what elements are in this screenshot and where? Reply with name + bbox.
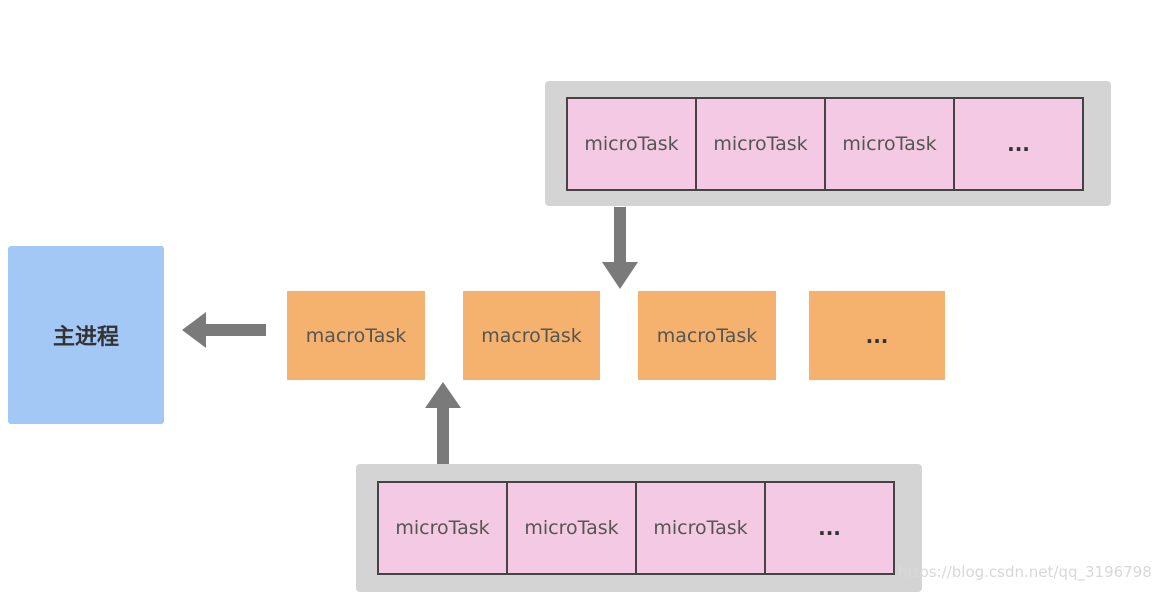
bottom-microtask-cell: microTask	[508, 483, 637, 573]
microtask-label: microTask	[395, 517, 490, 539]
microtask-label: microTask	[842, 133, 937, 155]
ellipsis-label: ...	[818, 516, 841, 540]
ellipsis-label: ...	[1007, 132, 1030, 156]
ellipsis-label: ...	[865, 323, 889, 348]
macrotask-ellipsis-cell: ...	[809, 291, 945, 380]
macrotask-label: macroTask	[656, 324, 758, 347]
watermark-url: https://blog.csdn.net/qq_31967985	[898, 563, 1152, 581]
microtask-label: microTask	[524, 517, 619, 539]
up-arrow-icon	[425, 382, 461, 464]
top-microtask-ellipsis-cell: ...	[955, 99, 1082, 189]
bottom-microtask-cell: microTask	[379, 483, 508, 573]
macrotask-cell: macroTask	[463, 291, 600, 380]
macrotask-label: macroTask	[481, 324, 582, 347]
bottom-microtask-cell: microTask	[637, 483, 766, 573]
bottom-microtask-ellipsis-cell: ...	[766, 483, 893, 573]
macrotask-cell: macroTask	[638, 291, 776, 380]
main-process-label: 主进程	[52, 325, 119, 350]
top-microtask-queue: microTask microTask microTask ...	[566, 97, 1084, 191]
main-process-box: 主进程	[8, 246, 164, 424]
top-microtask-cell: microTask	[568, 99, 697, 189]
microtask-label: microTask	[584, 133, 679, 155]
top-microtask-cell: microTask	[697, 99, 826, 189]
down-arrow-icon	[602, 207, 638, 289]
macrotask-cell: macroTask	[287, 291, 425, 380]
top-microtask-cell: microTask	[826, 99, 955, 189]
left-arrow-icon	[182, 312, 266, 348]
macrotask-label: macroTask	[305, 324, 407, 347]
bottom-microtask-queue: microTask microTask microTask ...	[377, 481, 895, 575]
microtask-label: microTask	[713, 133, 808, 155]
microtask-label: microTask	[653, 517, 748, 539]
